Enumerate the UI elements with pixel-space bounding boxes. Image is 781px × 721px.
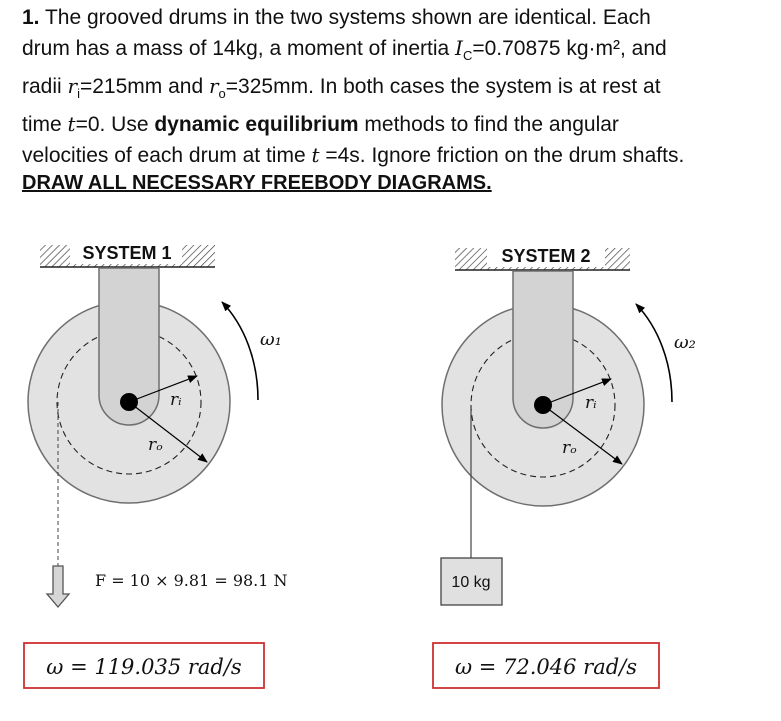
system-1-diagram: SYSTEM 1 rᵢ rₒ ω₁ F = 10 × 9.81 = 98.1 N… — [23, 242, 288, 689]
problem-line-2: drum has a mass of 14kg, a moment of ine… — [22, 36, 667, 64]
system-1-force-arrow — [45, 565, 71, 609]
system-2-answer-box — [432, 642, 660, 689]
system-2-ri-label: rᵢ — [585, 393, 597, 413]
system-1-title-bg — [70, 242, 182, 264]
problem-statement: 1. The grooved drums in the two systems … — [22, 2, 774, 171]
problem-line-3: radii ri=215mm and ro=325mm. In both cas… — [22, 74, 661, 102]
system-1-ro-label: rₒ — [148, 435, 163, 455]
system-1-omega-label: ω₁ — [260, 329, 282, 350]
problem-line-5: velocities of each drum at time t =4s. I… — [22, 143, 685, 168]
system-1-ri-arrow — [128, 375, 198, 403]
system-1-title: SYSTEM 1 — [82, 243, 171, 263]
system-2-mass-label: 10 kg — [451, 574, 490, 591]
system-2-diagram: SYSTEM 2 rᵢ rₒ ω₂ 10 kg ω = 72.046 rad/s — [432, 245, 696, 689]
system-2-answer: ω = 72.046 rad/s — [455, 655, 637, 679]
system-2-rotation-arrow — [635, 303, 673, 403]
system-2-ri-arrow — [542, 378, 612, 406]
system-1-ri-label: rᵢ — [170, 390, 182, 410]
system-2-ro-arrow — [542, 404, 623, 465]
system-1-answer-box — [23, 642, 265, 689]
system-1-force-label: F = 10 × 9.81 = 98.1 N — [95, 571, 288, 590]
system-1-ro-arrow — [128, 401, 208, 463]
system-2-omega-label: ω₂ — [674, 332, 696, 353]
system-1-support-arm — [98, 267, 160, 426]
system-2-ro-label: rₒ — [562, 438, 577, 458]
problem-line-1: 1. The grooved drums in the two systems … — [22, 6, 651, 29]
system-2-support-arm — [512, 270, 574, 429]
system-1-rotation-arrow — [221, 301, 259, 401]
system-2-mass-block — [440, 557, 503, 606]
system-2-title-bg — [487, 245, 605, 267]
system-1-answer: ω = 119.035 rad/s — [46, 655, 242, 679]
fbd-heading: DRAW ALL NECESSARY FREEBODY DIAGRAMS. — [22, 172, 492, 194]
problem-line-4: time t=0. Use dynamic equilibrium method… — [22, 112, 619, 137]
system-2-title: SYSTEM 2 — [501, 246, 590, 266]
system-1-groove — [56, 329, 202, 475]
problem-number: 1. — [22, 6, 40, 29]
